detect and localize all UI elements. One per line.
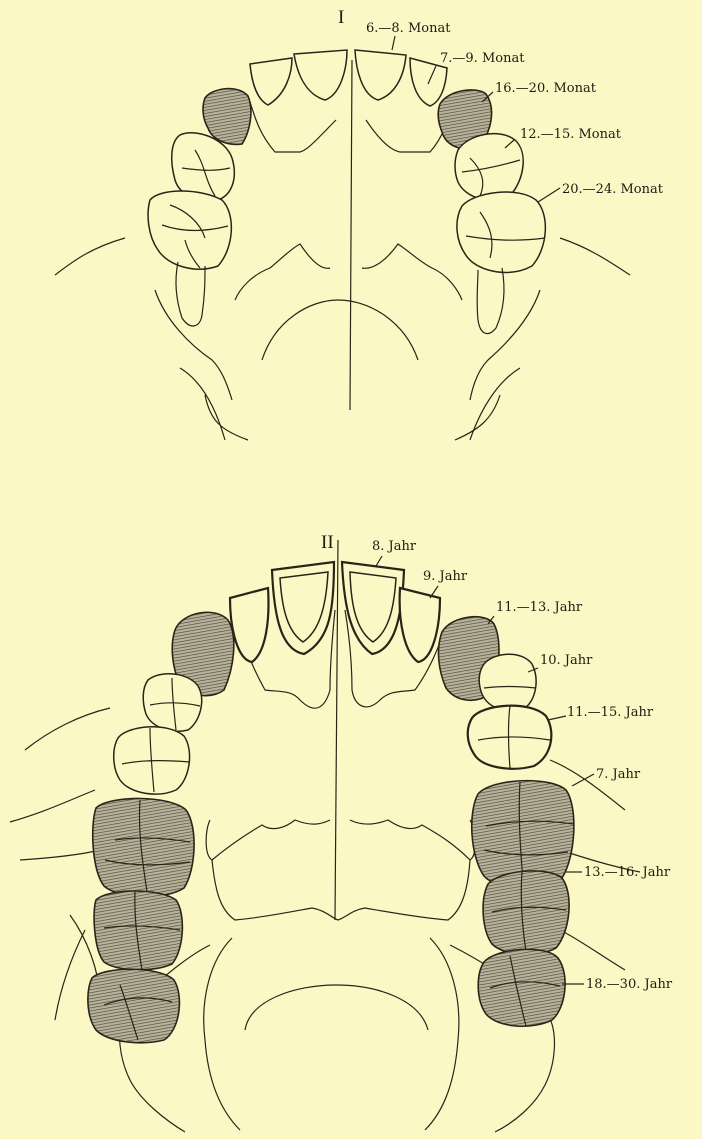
figure-two-midline: [335, 540, 338, 920]
figure-two-label-central-incisor: 8. Jahr: [372, 539, 417, 554]
figure-two-label-second-molar: 13.—16. Jahr: [584, 865, 671, 880]
figure-two-label-third-molar: 18.—30. Jahr: [586, 977, 673, 992]
figure-one-right-root: [477, 268, 504, 334]
figure-one-palate-vault: [235, 244, 462, 300]
figure-two: II: [10, 532, 673, 1132]
figure-two-lateral-incisor-right: [400, 588, 440, 662]
figure-one-nasal-curve: [262, 300, 418, 360]
figure-one-central-incisor-left: [294, 50, 347, 100]
figure-one-numeral: I: [338, 7, 344, 28]
figure-one-leader-1: [392, 36, 395, 50]
figure-one-label-canine: 16.—20. Monat: [495, 81, 597, 96]
figure-two-lateral-incisor-left: [230, 588, 268, 662]
figure-one-label-central-incisor: 6.—8. Monat: [366, 21, 451, 36]
figure-one-lower-left: [180, 368, 248, 440]
figure-two-sinus: [212, 860, 470, 920]
figure-one-label-second-molar: 20.—24. Monat: [562, 182, 664, 197]
figure-one-label-lateral-incisor: 7.—9. Monat: [440, 51, 525, 66]
figure-two-label-lateral-incisor: 9. Jahr: [423, 569, 468, 584]
figure-two-first-molar-left: [93, 798, 194, 896]
figure-two-leader-5: [548, 716, 566, 720]
figure-one-label-first-molar: 12.—15. Monat: [520, 127, 622, 142]
figure-two-second-molar-right: [483, 871, 569, 955]
figure-two-label-first-premolar: 10. Jahr: [540, 653, 593, 668]
figure-two-third-molar-left: [88, 969, 180, 1043]
figure-two-label-first-molar: 7. Jahr: [596, 767, 641, 782]
figure-two-second-molar-left: [94, 891, 182, 970]
figure-one-first-molar-right: [455, 134, 523, 201]
figure-one-canine-left: [203, 89, 251, 145]
figure-one-leader-5: [538, 188, 560, 202]
figure-two-label-canine: 11.—13. Jahr: [496, 600, 583, 615]
figure-two-lower-sinus: [245, 985, 428, 1030]
figure-one: I 6: [55, 7, 664, 440]
figure-one-lower-right: [455, 368, 520, 440]
figure-one-central-incisor-right: [355, 50, 406, 100]
figure-one-left-root: [176, 262, 205, 326]
figure-two-numeral: II: [321, 532, 334, 553]
figure-two-palate-back: [206, 820, 475, 860]
figure-two-leader-1: [376, 556, 382, 566]
figure-two-label-second-premolar: 11.—15. Jahr: [567, 705, 654, 720]
figure-two-first-premolar-right: [479, 654, 536, 711]
figure-one-lateral-incisor-left: [250, 58, 292, 105]
figure-one-second-molar-right: [457, 192, 545, 272]
figure-one-midline: [350, 60, 352, 410]
